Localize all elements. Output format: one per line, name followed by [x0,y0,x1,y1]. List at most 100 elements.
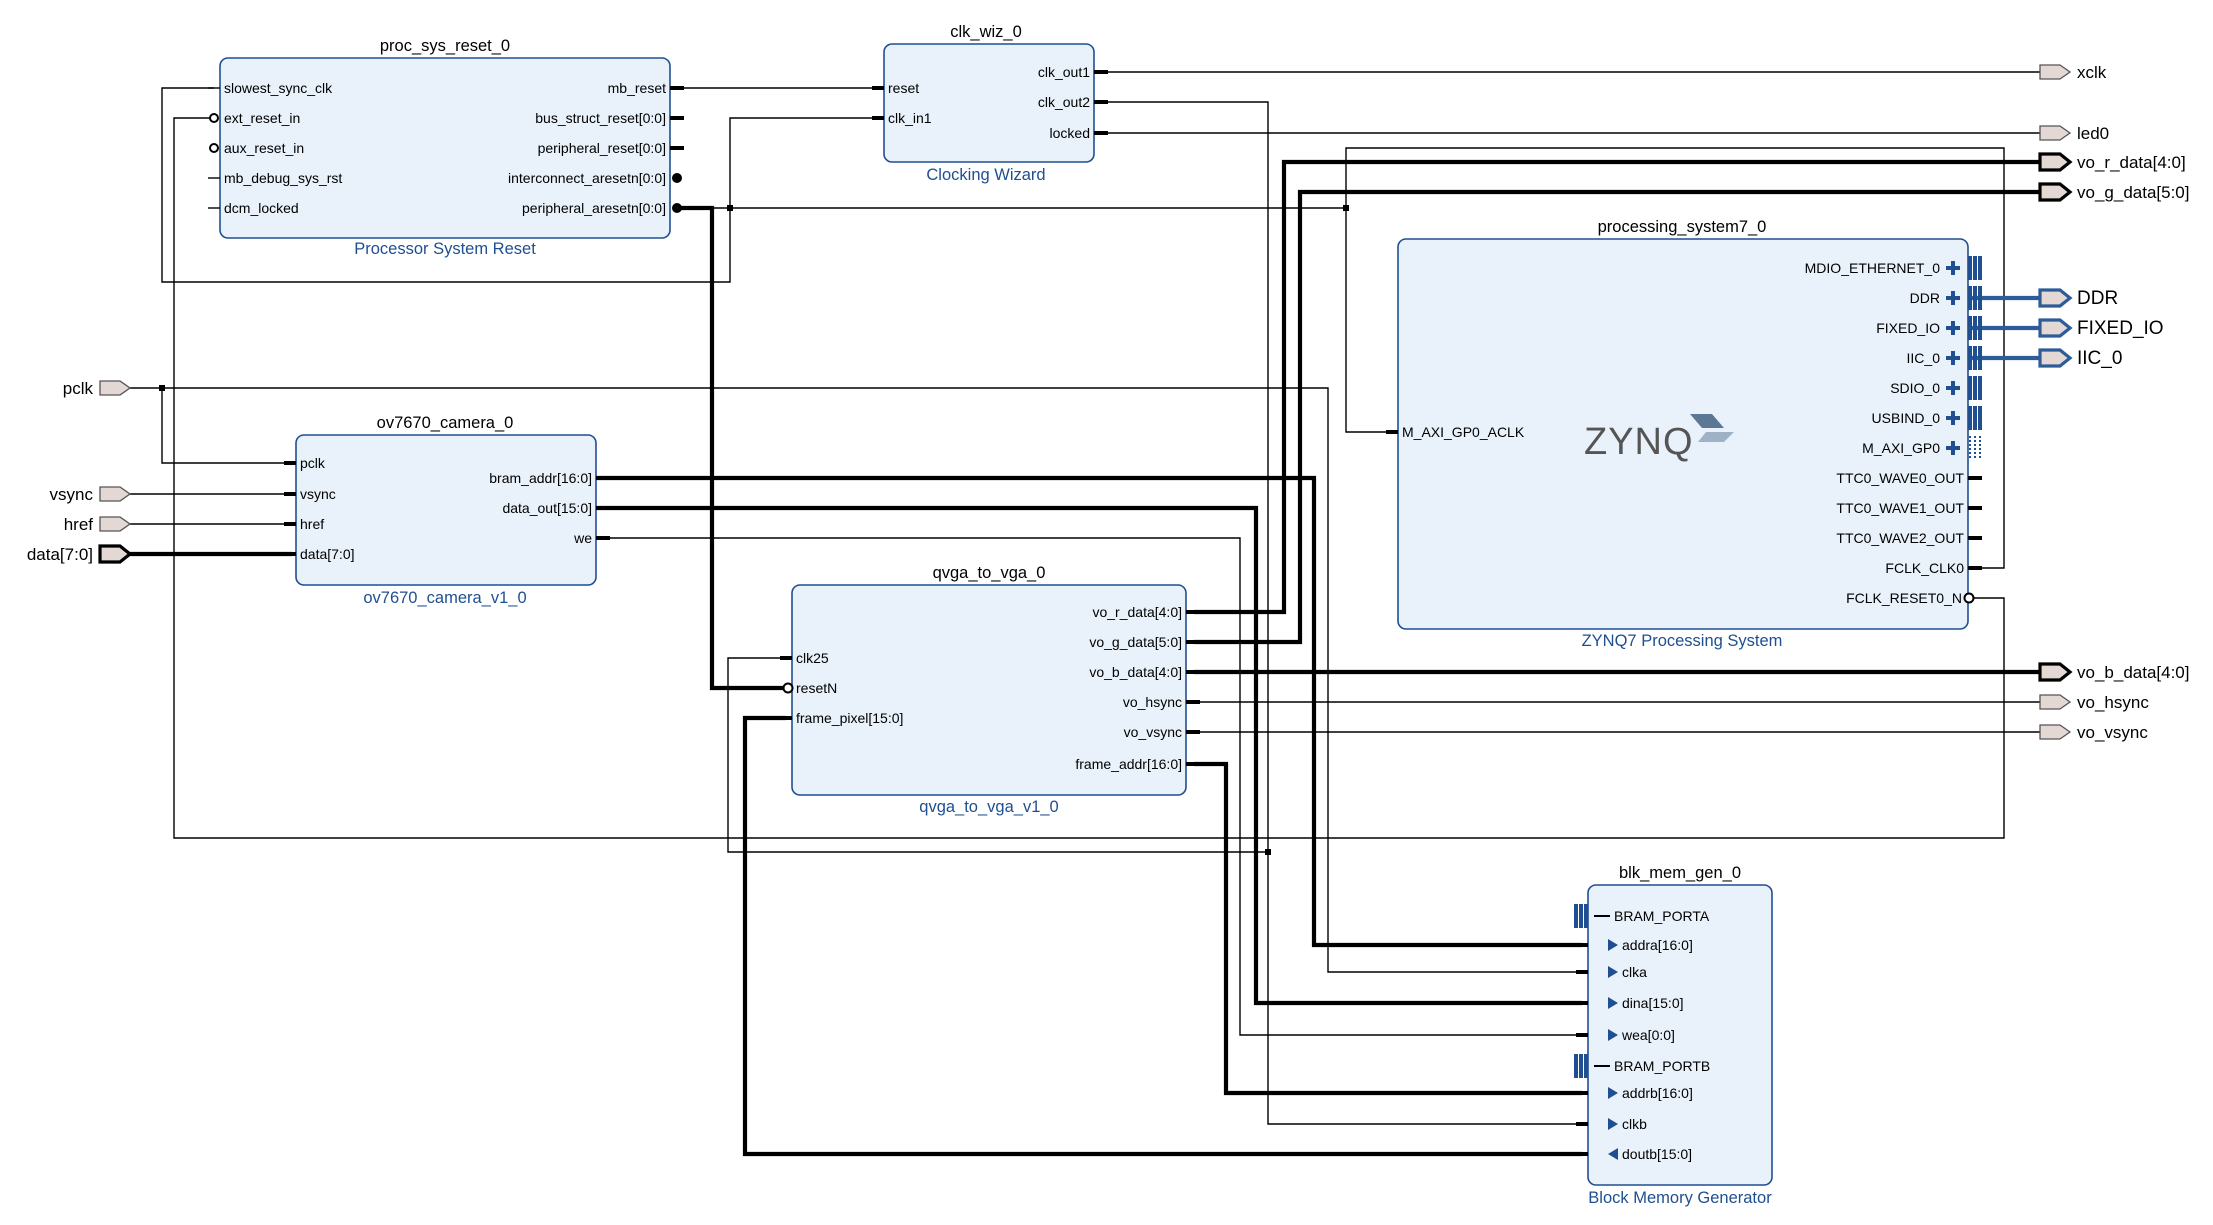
net-bram-addr[interactable] [596,475,1582,948]
block-blk-mem-gen[interactable]: blk_mem_gen_0 Block Memory Generator BRA… [1574,864,1773,1207]
pin-ddr[interactable]: DDR [1910,290,1940,306]
pin-data[interactable]: data[7:0] [300,546,355,562]
block-clk-wiz[interactable]: clk_wiz_0 Clocking Wizard reset clk_in1 … [872,23,1108,184]
pin-vo-hsync[interactable]: vo_hsync [1123,694,1182,710]
pin-peripheral-aresetn[interactable]: peripheral_aresetn[0:0] [522,200,666,216]
pin-bus-struct-reset[interactable]: bus_struct_reset[0:0] [535,110,666,126]
pin-sdio[interactable]: SDIO_0 [1890,380,1940,396]
plus-icon[interactable] [1946,321,1960,335]
pin-mb-debug-sys-rst[interactable]: mb_debug_sys_rst [224,170,342,186]
pin-clk-out1[interactable]: clk_out1 [1038,64,1090,80]
pin-dina[interactable]: dina[15:0] [1622,995,1684,1011]
net-doutb[interactable] [742,715,1582,1157]
pin-clkb[interactable]: clkb [1622,1116,1647,1132]
net-fclk-clk0[interactable] [1345,147,2005,569]
pin-ttc0-wave0-out[interactable]: TTC0_WAVE0_OUT [1836,470,1964,486]
pin-fixed-io[interactable]: FIXED_IO [1876,320,1940,336]
external-input-ports: pclk vsync href data[7:0] [27,379,133,564]
pin-bram-addr[interactable]: bram_addr[16:0] [489,470,592,486]
pin-m-axi-gp0-aclk[interactable]: M_AXI_GP0_ACLK [1402,424,1525,440]
pin-locked[interactable]: locked [1050,125,1090,141]
pin-frame-pixel[interactable]: frame_pixel[15:0] [796,710,903,726]
net-pclk[interactable] [130,387,1582,973]
pin-ttc0-wave1-out[interactable]: TTC0_WAVE1_OUT [1836,500,1964,516]
pin-bram-porta[interactable]: BRAM_PORTA [1614,908,1710,924]
port-ddr[interactable]: DDR [2038,288,2118,309]
input-arrow-icon [1608,1087,1618,1099]
net-vo-g-data[interactable] [1194,189,2040,645]
pin-clka[interactable]: clka [1622,964,1647,980]
net-interconnect-aresetn[interactable] [676,205,786,691]
pin-clk-out2[interactable]: clk_out2 [1038,94,1090,110]
port-vo-hsync[interactable]: vo_hsync [2039,693,2149,712]
net-vo-r-data[interactable] [1194,159,2040,615]
pin-slowest-sync-clk[interactable]: slowest_sync_clk [224,80,333,96]
net-pclk-camera[interactable] [161,388,292,464]
net-data-out[interactable] [596,505,1582,1006]
pin-clk25[interactable]: clk25 [796,650,829,666]
output-arrow-icon [1608,1148,1618,1160]
net-clk-in[interactable] [161,87,878,283]
net-clk-out2[interactable] [727,101,1269,853]
port-led0[interactable]: led0 [2039,124,2109,143]
pin-dcm-locked[interactable]: dcm_locked [224,200,299,216]
port-xclk[interactable]: xclk [2039,63,2107,82]
pin-pclk[interactable]: pclk [300,455,326,471]
plus-icon[interactable] [1946,381,1960,395]
pin-wea[interactable]: wea[0:0] [1621,1027,1675,1043]
pin-addrb[interactable]: addrb[16:0] [1622,1085,1693,1101]
port-fixed-io[interactable]: FIXED_IO [2038,318,2164,339]
pin-clk-in1[interactable]: clk_in1 [888,110,932,126]
pin-href[interactable]: href [300,516,324,532]
port-vo-r-data[interactable]: vo_r_data[4:0] [2038,152,2186,172]
port-href[interactable]: href [64,515,132,534]
block-ov7670-camera[interactable]: ov7670_camera_0 ov7670_camera_v1_0 pclk … [284,414,610,607]
plus-icon[interactable] [1946,411,1960,425]
port-vsync[interactable]: vsync [50,485,132,504]
block-proc-sys-reset[interactable]: proc_sys_reset_0 Processor System Reset … [208,37,684,258]
pin-bram-portb[interactable]: BRAM_PORTB [1614,1058,1710,1074]
net-frame-addr[interactable] [1194,761,1582,1096]
port-vo-vsync[interactable]: vo_vsync [2039,723,2148,742]
pin-vsync[interactable]: vsync [300,486,336,502]
pin-we[interactable]: we [573,530,592,546]
pin-frame-addr[interactable]: frame_addr[16:0] [1075,756,1182,772]
pin-fclk-reset0-n[interactable]: FCLK_RESET0_N [1846,590,1962,606]
plus-icon[interactable] [1946,441,1960,455]
pin-fclk-clk0[interactable]: FCLK_CLK0 [1885,560,1964,576]
pin-peripheral-reset[interactable]: peripheral_reset[0:0] [538,140,666,156]
pin-reset[interactable]: reset [888,80,919,96]
net-clkb[interactable] [1267,852,1582,1125]
block-qvga-to-vga[interactable]: qvga_to_vga_0 qvga_to_vga_v1_0 clk25 res… [780,564,1200,816]
port-vo-b-data[interactable]: vo_b_data[4:0] [2038,662,2189,682]
pin-usbind[interactable]: USBIND_0 [1872,410,1941,426]
plus-icon[interactable] [1946,351,1960,365]
pin-mb-reset[interactable]: mb_reset [608,80,666,96]
pin-mdio-ethernet[interactable]: MDIO_ETHERNET_0 [1805,260,1941,276]
pin-vo-vsync[interactable]: vo_vsync [1124,724,1182,740]
port-vo-g-data[interactable]: vo_g_data[5:0] [2038,182,2189,202]
port-pclk[interactable]: pclk [63,379,132,398]
block-processing-system7[interactable]: processing_system7_0 ZYNQ7 Processing Sy… [1386,218,1982,650]
port-iic[interactable]: IIC_0 [2038,348,2122,369]
port-data[interactable]: data[7:0] [27,544,133,564]
plus-icon[interactable] [1946,261,1960,275]
pin-iic[interactable]: IIC_0 [1907,350,1941,366]
pin-vo-b-data[interactable]: vo_b_data[4:0] [1089,664,1182,680]
input-arrow-icon [1608,966,1618,978]
plus-icon[interactable] [1946,291,1960,305]
pin-data-out[interactable]: data_out[15:0] [502,500,592,516]
pin-interconnect-aresetn[interactable]: interconnect_aresetn[0:0] [508,170,666,186]
pin-m-axi-gp0[interactable]: M_AXI_GP0 [1862,440,1940,456]
net-fclk-reset0-n[interactable] [173,117,2005,839]
pin-ttc0-wave2-out[interactable]: TTC0_WAVE2_OUT [1836,530,1964,546]
net-we[interactable] [596,537,1582,1036]
pin-doutb[interactable]: doutb[15:0] [1622,1146,1692,1162]
pin-addra[interactable]: addra[16:0] [1622,937,1693,953]
pin-vo-r-data[interactable]: vo_r_data[4:0] [1092,604,1182,620]
pin-vo-g-data[interactable]: vo_g_data[5:0] [1089,634,1182,650]
pin-resetn[interactable]: resetN [796,680,837,696]
pin-ext-reset-in[interactable]: ext_reset_in [224,110,300,126]
pin-aux-reset-in[interactable]: aux_reset_in [224,140,304,156]
